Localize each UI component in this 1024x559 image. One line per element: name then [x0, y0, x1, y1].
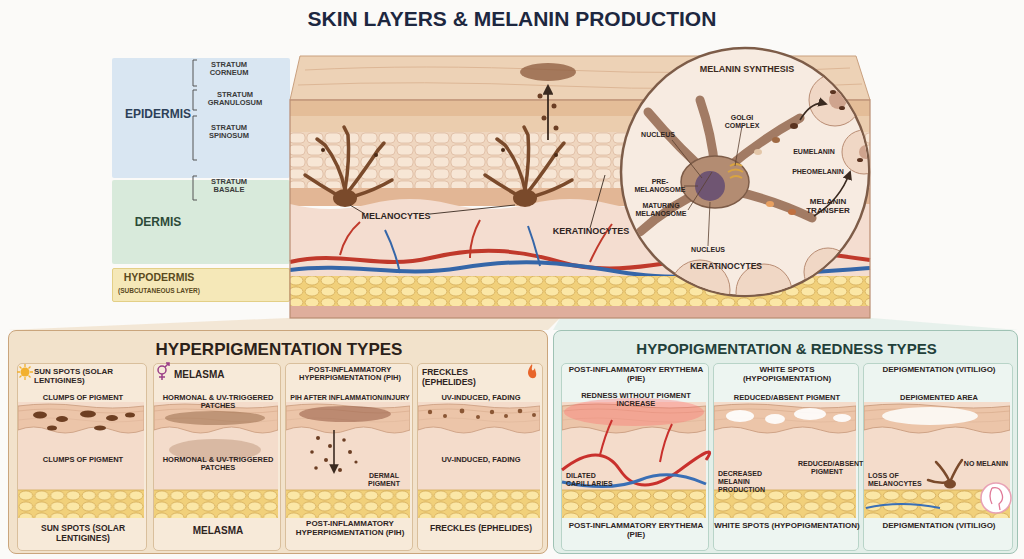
- card-caption: DEPIGMENTATION (VITILIGO): [864, 522, 1014, 531]
- card-heading: FRECKLES (EPHELIDES): [422, 368, 522, 387]
- layer-label: STRATUM GRANULOSUM: [198, 91, 272, 108]
- card-caption: POST-INFLAMMATORY ERYTHEMA (PIE): [562, 522, 710, 540]
- card-label: UV-INDUCED, FADING: [418, 394, 544, 402]
- card-label: HORMONAL & UV-TRIGGERED PATCHES: [158, 394, 278, 411]
- card-caption: FRECKLES (EPHELIDES): [418, 524, 544, 534]
- part-label: NUCLEUS: [686, 246, 730, 254]
- layer-band: EPIDERMIS: [112, 58, 290, 178]
- card-label: DEPIGMENTED AREA: [864, 394, 1014, 402]
- layer-label: STRATUM BASALE: [200, 178, 258, 195]
- category-panel: HYPOPIGMENTATION & REDNESS TYPES POST-INF…: [553, 330, 1018, 554]
- category-panel: HYPERPIGMENTATION TYPES SUN SPOTS (SOLAR …: [8, 330, 548, 554]
- card-caption: WHITE SPOTS (HYPOPIGMENTATION): [714, 522, 860, 531]
- card-caption: MELASMA: [154, 525, 282, 536]
- layer-label: STRATUM SPINOSUM: [200, 124, 258, 141]
- layer-band: DERMIS: [112, 180, 290, 264]
- panel-heading: HYPOPIGMENTATION & REDNESS TYPES: [554, 341, 1019, 358]
- card-label: DECREASED MELANIN PRODUCTION: [718, 470, 780, 493]
- melanocyte-cells: [305, 127, 572, 207]
- band-label: DERMIS: [116, 216, 200, 229]
- card-heading: SUN SPOTS (SOLAR LENTIGINES): [34, 368, 146, 386]
- card-label: REDUCED/ABSENT PIGMENT: [714, 394, 860, 402]
- card-caption: SUN SPOTS (SOLAR LENTIGINES): [18, 524, 148, 543]
- diagram-title: SKIN LAYERS & MELANIN PRODUCTION: [0, 7, 1024, 31]
- card-caption: POST-INFLAMMATORY HYPERPIGMENTATION (PIH…: [286, 520, 414, 538]
- card-label: PIH AFTER INFLAMMATION/INJURY: [290, 394, 410, 402]
- card-label: NO MELANIN: [960, 460, 1012, 468]
- condition-card: DEPIGMENTATION (VITILIGO) DEPIGMENTED ARE…: [863, 363, 1013, 551]
- circle-heading: MELANIN SYNTHESIS: [692, 64, 802, 74]
- card-heading: WHITE SPOTS (HYPOPIGMENTATION): [716, 366, 858, 384]
- card-label: DERMAL PIGMENT: [356, 472, 412, 488]
- card-label: DILATED CAPILLARIES: [566, 472, 626, 488]
- condition-card: MELASMA HORMONAL & UV-TRIGGERED PATCHES HO…: [153, 363, 281, 551]
- part-label: EUMELANIN: [788, 148, 840, 156]
- card-label: REDNESS WITHOUT PIGMENT INCREASE: [572, 392, 700, 409]
- card-heading: POST-INFLAMMATORY HYPERPIGMENTATION (PIH…: [288, 366, 412, 383]
- band-label: (SUBCUTANEOUS LAYER): [113, 287, 205, 294]
- card-label: UV-INDUCED, FADING: [418, 456, 544, 464]
- card-label: CLUMPS OF PIGMENT: [18, 456, 148, 464]
- card-heading: MELASMA: [174, 369, 274, 380]
- part-label: NUCLEUS: [636, 131, 680, 139]
- part-label: KERATINOCYTES: [688, 262, 764, 272]
- part-label: MELANOCYTES: [356, 211, 436, 221]
- part-label: MELANIN TRANSFER: [800, 198, 856, 216]
- part-label: MATURING MELANOSOME: [632, 202, 690, 218]
- part-label: GOLGI COMPLEX: [722, 114, 762, 130]
- skin-block: [290, 56, 870, 318]
- condition-card: WHITE SPOTS (HYPOPIGMENTATION) REDUCED/AB…: [713, 363, 859, 551]
- card-label: CLUMPS OF PIGMENT: [18, 394, 148, 402]
- condition-card: POST-INFLAMMATORY HYPERPIGMENTATION (PIH…: [285, 363, 413, 551]
- card-label: HORMONAL & UV-TRIGGERED PATCHES: [158, 456, 278, 473]
- panel-funnels: [8, 318, 1018, 330]
- layer-band: HYPODERMIS (SUBCUTANEOUS LAYER): [112, 268, 290, 302]
- part-label: KERATINOCYTES: [546, 226, 636, 236]
- band-label: EPIDERMIS: [116, 108, 200, 121]
- part-label: PRE-MELANOSOME: [630, 178, 690, 194]
- melanin-spot: [520, 63, 576, 140]
- card-label: REDUCED/ABSENT PIGMENT: [798, 460, 856, 476]
- card-heading: POST-INFLAMMATORY ERYTHEMA (PIE): [564, 366, 708, 384]
- leader-lines: [350, 175, 605, 228]
- condition-card: SUN SPOTS (SOLAR LENTIGINES) CLUMPS OF PI…: [17, 363, 147, 551]
- panel-heading: HYPERPIGMENTATION TYPES: [9, 340, 549, 359]
- zoom-circle-art: [621, 48, 886, 320]
- card-heading: DEPIGMENTATION (VITILIGO): [866, 366, 1012, 375]
- condition-card: POST-INFLAMMATORY ERYTHEMA (PIE) REDNESS …: [561, 363, 709, 551]
- card-label: LOSS OF MELANOCYTES: [868, 472, 930, 488]
- band-label: HYPODERMIS: [117, 272, 201, 284]
- condition-card: FRECKLES (EPHELIDES) UV-INDUCED, FADING UV…: [417, 363, 543, 551]
- layer-label: STRATUM CORNEUM: [200, 61, 258, 78]
- part-label: PHEOMELANIN: [788, 168, 848, 176]
